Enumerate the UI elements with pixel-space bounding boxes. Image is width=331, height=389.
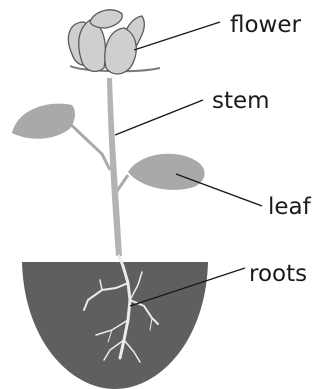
- flower-leader-line: [134, 22, 220, 50]
- label-flower: flower: [230, 12, 302, 38]
- right-leaf: [115, 154, 205, 194]
- soil-pot: [22, 262, 208, 389]
- stem-leader-line: [115, 100, 203, 135]
- label-roots: roots: [249, 261, 307, 287]
- label-stem: stem: [212, 88, 270, 114]
- leaf-leader-line: [176, 174, 262, 206]
- flower-head: [68, 10, 160, 74]
- left-leaf: [12, 104, 110, 170]
- label-leaf: leaf: [268, 194, 312, 220]
